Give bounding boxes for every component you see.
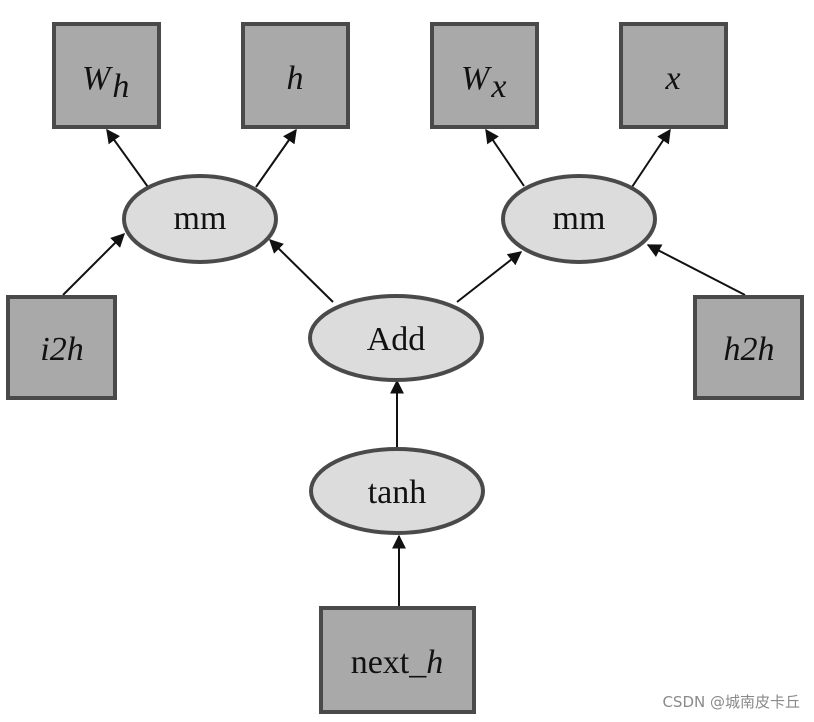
h-box: [241, 22, 350, 129]
x-box: [619, 22, 728, 129]
add-label: Add: [367, 321, 426, 358]
h-label: h: [287, 60, 304, 97]
i2h-label: i2h: [40, 331, 83, 368]
edge-add-to-mm-right: [456, 251, 523, 303]
watermark: CSDN @城南皮卡丘: [662, 693, 800, 711]
node-i2h: i2h: [6, 295, 117, 400]
mm-right-label: mm: [553, 200, 606, 237]
wx-box: [430, 22, 539, 129]
node-h: h: [241, 22, 350, 129]
mm-left-label: mm: [174, 200, 227, 237]
edge-mm-left-to-h: [255, 128, 297, 188]
edges: [62, 128, 746, 606]
edge-add-to-mm-left: [269, 239, 334, 303]
h2h-box: [693, 295, 804, 400]
edge-mm-right-to-wx: [485, 128, 525, 187]
next-h-box: [319, 606, 476, 714]
x-label: x: [664, 60, 680, 97]
h2h-label: h2h: [724, 331, 775, 368]
node-tanh: tanh: [309, 447, 485, 535]
edge-h2h-to-mm-right: [646, 244, 746, 296]
node-mm-right: mm: [501, 174, 657, 264]
mm-right-ellipse: [501, 174, 657, 264]
node-wx: Wx: [430, 22, 539, 129]
add-ellipse: [308, 294, 484, 382]
edge-i2h-to-mm-left: [62, 233, 125, 296]
wh-box: [52, 22, 161, 129]
edge-mm-left-to-wh: [106, 128, 149, 188]
wx-label: Wx: [461, 60, 506, 105]
edge-mm-right-to-x: [631, 128, 671, 188]
i2h-box: [6, 295, 117, 400]
node-x: x: [619, 22, 728, 129]
node-add: Add: [308, 294, 484, 382]
tanh-label: tanh: [368, 474, 427, 511]
tanh-ellipse: [309, 447, 485, 535]
mm-left-ellipse: [122, 174, 278, 264]
node-mm-left: mm: [122, 174, 278, 264]
node-wh: Wh: [52, 22, 161, 129]
node-next-h: next_h: [319, 606, 476, 714]
wh-label: Wh: [82, 60, 129, 105]
node-h2h: h2h: [693, 295, 804, 400]
next-h-label: next_h: [351, 644, 444, 681]
